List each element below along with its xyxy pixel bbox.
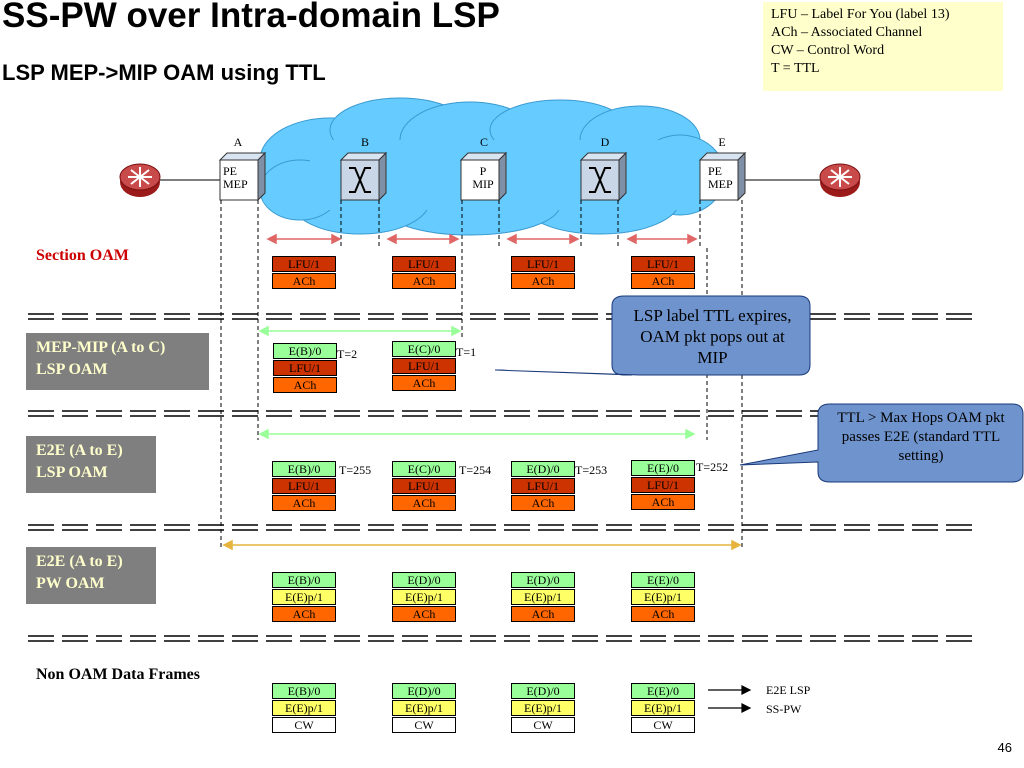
label-cell: ACh [392,495,456,511]
node-letter-a: A [233,135,243,149]
label-cell: E(D)/0 [511,461,575,477]
ttl-label: T=253 [575,463,608,477]
label-cell: ACh [392,273,456,289]
label-cell: LFU/1 [272,256,336,272]
label-cell: E(D)/0 [511,572,575,588]
ttl-label: T=2 [337,347,358,361]
node-letter-b: B [360,135,369,149]
page-number: 46 [997,740,1012,755]
label-cell: ACh [392,375,456,391]
label-cell: CW [511,717,575,733]
node-letter-e: E [718,135,726,149]
node-label-c: P MIP [472,164,494,191]
label-cell: LFU/1 [392,478,456,494]
label-cell: E(E)/0 [631,460,695,476]
label-cell: ACh [631,494,695,510]
e2e-pw-label: E2E (A to E) PW OAM [26,547,156,604]
page-subtitle: LSP MEP->MIP OAM using TTL [2,60,326,85]
callout-e2e-text: TTL > Max Hops OAM pkt passes E2E (stand… [837,410,1005,464]
label-cell: LFU/1 [631,477,695,493]
node-label-e: PE MEP [708,164,733,191]
label-cell: ACh [273,377,337,393]
section-arrows [266,233,698,245]
label-cell: ACh [272,606,336,622]
label-cell: LFU/1 [392,256,456,272]
node-a-box-icon [218,151,267,202]
label-cell: E(E)p/1 [392,700,456,716]
callout-mip-shape [494,295,811,376]
label-cell: LFU/1 [272,478,336,494]
section-oam-label: Section OAM [36,247,129,264]
legend-item: CW – Control Word [771,43,885,58]
router-icon-left [119,163,161,197]
router-icon-right [819,163,861,197]
label-cell: E(D)/0 [392,683,456,699]
node-d-switch-icon [579,151,628,202]
e2e-lsp-arrow-label: E2E LSP [766,683,811,697]
node-b-switch-icon [339,151,388,202]
label-cell: CW [392,717,456,733]
node-label-a: PE MEP [223,164,248,191]
label-cell: E(E)p/1 [392,589,456,605]
label-cell: E(E)p/1 [511,700,575,716]
label-cell: E(E)/0 [631,683,695,699]
label-cell: E(E)p/1 [631,700,695,716]
node-e-box-icon [698,151,747,202]
label-cell: ACh [272,495,336,511]
label-cell: E(E)p/1 [511,589,575,605]
label-cell: E(D)/0 [511,683,575,699]
label-cell: E(B)/0 [273,343,337,359]
label-cell: ACh [631,606,695,622]
mep-mip-label: MEP-MIP (A to C) LSP OAM [26,333,209,390]
non-oam-label: Non OAM Data Frames [36,666,200,683]
legend-box: LFU – Label For You (label 13) ACh – Ass… [763,2,1003,91]
label-cell: E(E)p/1 [272,589,336,605]
label-cell: E(B)/0 [272,572,336,588]
ss-pw-arrow-label: SS-PW [766,702,802,716]
node-letter-d: D [600,135,610,149]
label-cell: ACh [511,495,575,511]
ttl-label: T=254 [459,463,492,477]
label-cell: LFU/1 [511,478,575,494]
label-cell: LFU/1 [273,360,337,376]
legend-item: ACh – Associated Channel [771,25,923,40]
label-cell: ACh [511,273,575,289]
ttl-label: T=252 [696,460,729,474]
node-c-box-icon [459,151,508,202]
page-title: SS-PW over Intra-domain LSP [2,0,500,35]
callout-e2e-shape [739,403,1024,483]
label-cell: E(B)/0 [272,683,336,699]
legend-item: T = TTL [771,61,820,76]
label-cell: LFU/1 [511,256,575,272]
label-cell: E(D)/0 [392,572,456,588]
label-cell: ACh [631,273,695,289]
label-cell: E(C)/0 [392,341,456,357]
e2e-lsp-label: E2E (A to E) LSP OAM [26,436,156,493]
callout-mip-text: LSP label TTL expires, OAM pkt pops out … [633,306,792,367]
label-cell: ACh [272,273,336,289]
legend-item: LFU – Label For You (label 13) [771,7,950,22]
label-cell: E(E)p/1 [272,700,336,716]
ttl-label: T=255 [339,463,372,477]
node-letter-c: C [479,135,488,149]
label-cell: CW [272,717,336,733]
label-cell: LFU/1 [392,358,456,374]
label-cell: CW [631,717,695,733]
label-cell: E(C)/0 [392,461,456,477]
ttl-label: T=1 [456,345,477,359]
label-cell: E(E)/0 [631,572,695,588]
label-cell: ACh [392,606,456,622]
label-cell: E(B)/0 [272,461,336,477]
label-cell: E(E)p/1 [631,589,695,605]
label-cell: LFU/1 [631,256,695,272]
label-cell: ACh [511,606,575,622]
